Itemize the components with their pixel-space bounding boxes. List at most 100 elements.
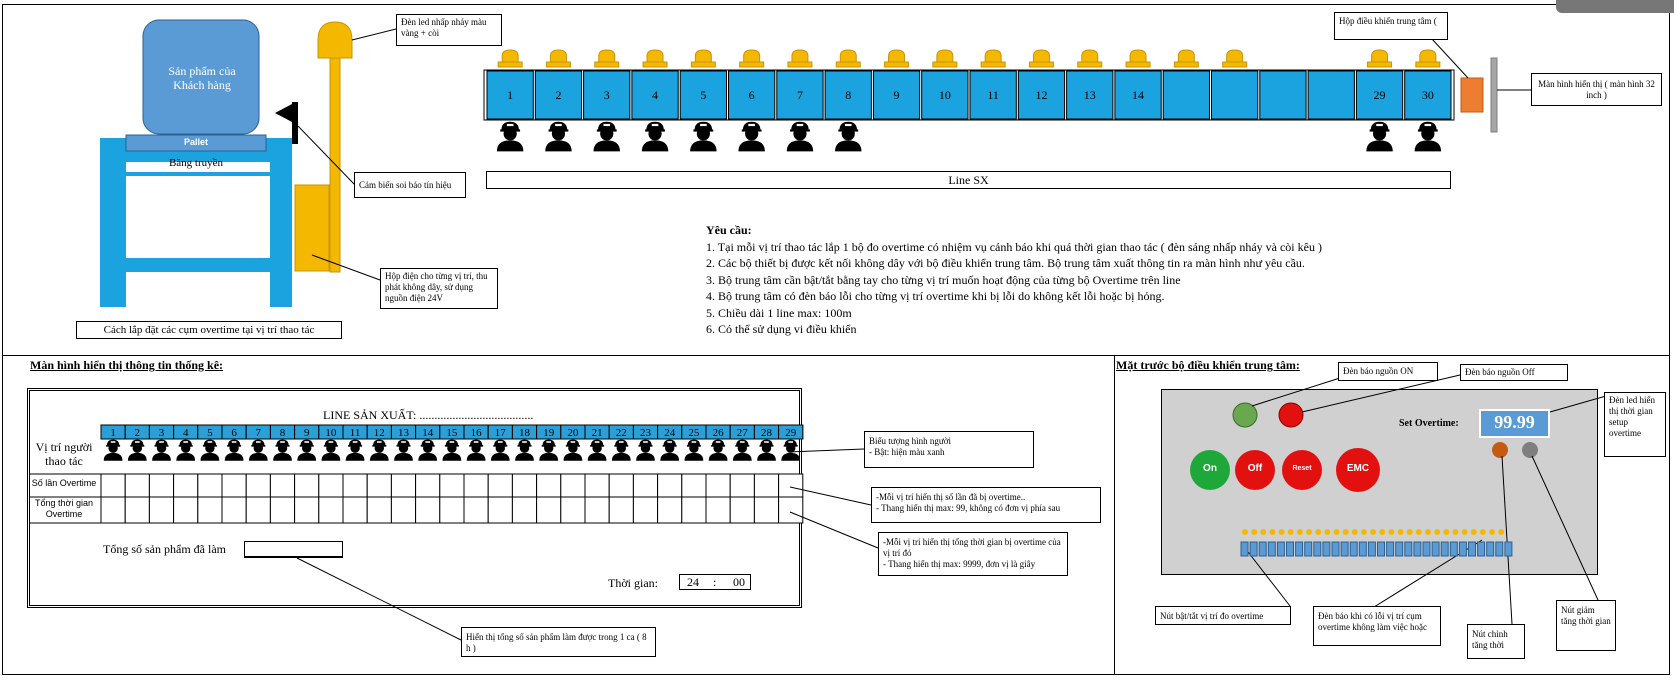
station-lamp-icon (739, 49, 765, 68)
station-number: 7 (797, 88, 803, 102)
position-toggle-switch[interactable] (1322, 541, 1331, 557)
station-lamp-icon (787, 49, 813, 68)
position-toggle-switch[interactable] (1413, 541, 1422, 557)
worker-icon (684, 439, 704, 461)
position-toggle-switch[interactable] (1240, 541, 1249, 557)
products-callout: Hiển thị tổng số sản phẩm làm được trong… (461, 627, 656, 657)
window-corner-tab (1556, 0, 1674, 13)
position-number: 10 (325, 427, 337, 439)
display-leaders (296, 448, 879, 641)
error-led-icon (1315, 529, 1322, 535)
count-callout: -Mỗi vị trí hiển thị số lần đã bị overti… (871, 487, 1101, 523)
position-toggle-switch[interactable] (1449, 541, 1458, 557)
position-toggle-switch[interactable] (1340, 541, 1349, 557)
requirements-title: Yêu cầu: (706, 223, 752, 237)
position-toggle-switch[interactable] (1276, 541, 1285, 557)
position-toggle-switch[interactable] (1431, 541, 1440, 557)
time-separator: : (713, 575, 717, 589)
position-toggle-switch[interactable] (1395, 541, 1404, 557)
position-toggle-switch[interactable] (1377, 541, 1385, 557)
adjust-callout: Nút chỉnh tăng thời (1467, 624, 1525, 659)
position-toggle-switch[interactable] (1468, 541, 1476, 557)
station-number: 4 (652, 88, 658, 102)
btn-emc[interactable]: EMC (1346, 463, 1370, 474)
led-display-callout: Đèn led hiển thị thời gian setup overtim… (1604, 392, 1666, 457)
position-number: 12 (374, 427, 385, 439)
station-cell (1404, 70, 1452, 120)
position-toggle-switch[interactable] (1358, 541, 1367, 557)
position-toggle-switch[interactable] (1295, 541, 1304, 557)
total-cell (269, 496, 296, 524)
position-number: 28 (761, 427, 773, 439)
station-cell (486, 70, 534, 120)
set-overtime-value: 99.99 (1494, 412, 1535, 432)
row-position-label: Vị trí người thao tác (35, 440, 93, 468)
total-cell (245, 496, 271, 524)
position-toggle-switch[interactable] (1404, 541, 1413, 557)
position-toggle-switch[interactable] (1504, 541, 1513, 557)
position-toggle-switch[interactable] (1304, 541, 1313, 557)
error-led-icon (1370, 529, 1377, 535)
controller-callout: Hộp điều khiển trung tâm ( (1334, 12, 1448, 40)
position-toggle-switch[interactable] (1249, 541, 1258, 557)
error-led-icon (1443, 529, 1450, 535)
requirement-item: 6. Có thể sử dụng vi điều khiển (706, 322, 857, 336)
worker-icon (418, 439, 438, 461)
pallet-label: Pallet (183, 137, 208, 147)
error-led-icon (1287, 529, 1294, 535)
error-led-icon (1470, 529, 1477, 535)
total-products-field (244, 541, 343, 558)
worker-icon (636, 439, 655, 461)
position-toggle-switch[interactable] (1486, 541, 1495, 557)
total-cell (294, 496, 320, 524)
worker-icon (176, 439, 196, 461)
error-led-icon (1461, 529, 1468, 535)
time-field: 24 : 00 (679, 574, 751, 590)
position-toggle-switch[interactable] (1349, 541, 1358, 557)
position-number: 6 (231, 427, 237, 439)
position-toggle-switch[interactable] (1267, 541, 1276, 557)
station-lamp-icon (1077, 49, 1103, 68)
position-toggle-switch[interactable] (1286, 541, 1294, 557)
error-led-icon (1415, 529, 1422, 535)
station-cell (728, 70, 776, 120)
total-cell (608, 496, 634, 524)
install-caption: Cách lắp đặt các cụm overtime tại vị trí… (76, 321, 342, 339)
position-toggle-switch[interactable] (1477, 541, 1486, 557)
worker-icon (781, 439, 801, 461)
position-number: 29 (785, 427, 797, 439)
station-cell (1259, 70, 1307, 120)
position-toggle-switch[interactable] (1495, 541, 1504, 557)
worker-icon (297, 439, 317, 461)
position-toggle-switch[interactable] (1422, 541, 1431, 557)
station-cell (1355, 70, 1404, 120)
total-cell (681, 496, 707, 524)
worker-icon (786, 121, 814, 152)
worker-icon (738, 121, 765, 152)
position-header-cell (778, 424, 804, 440)
total-cell (487, 496, 513, 524)
led-callout: Đèn led nhấp nháy màu vàng + còi (396, 14, 502, 46)
station-lamp-icon (1367, 49, 1393, 68)
sensor-callout: Cảm biến soi báo tín hiệu (354, 172, 466, 198)
btn-on[interactable]: On (1203, 463, 1217, 474)
position-toggle-switch[interactable] (1331, 541, 1340, 557)
position-toggle-switch[interactable] (1367, 541, 1376, 557)
total-cell (705, 496, 731, 524)
position-toggle-switch[interactable] (1386, 541, 1395, 557)
error-led-icon (1397, 529, 1404, 535)
controller-section-title: Mặt trước bộ điều khiển trung tâm: (1116, 358, 1300, 372)
position-toggle-switch[interactable] (1258, 541, 1267, 557)
error-led-icon (1278, 529, 1285, 535)
position-toggle-switch[interactable] (1313, 541, 1322, 557)
btn-reset[interactable]: Reset (1292, 465, 1312, 472)
position-number: 25 (688, 427, 700, 439)
position-toggle-switch[interactable] (1440, 541, 1449, 557)
row-count-label: Số lần Overtime (31, 478, 97, 488)
worker-icon (200, 439, 220, 461)
error-led-icon (1260, 529, 1267, 535)
station-number: 14 (1132, 88, 1144, 102)
total-cell (584, 496, 610, 524)
position-toggle-switch[interactable] (1458, 541, 1467, 557)
btn-off[interactable]: Off (1247, 463, 1263, 474)
